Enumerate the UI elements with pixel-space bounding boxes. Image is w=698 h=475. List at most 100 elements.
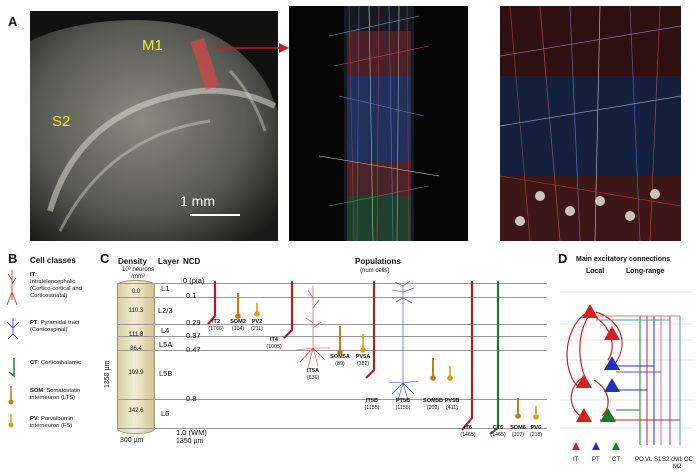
target-cm1: cM1 [671,457,683,463]
pop-it4-count: (1005) [266,344,282,350]
scale-bar [190,214,240,216]
pop-som5b-count: (202) [426,405,440,411]
pop-pv2: PV2 [251,319,263,325]
pv-neuron-icon [8,414,14,428]
brain-slice-image: M1 S2 1 mm [30,11,278,241]
target-vl: VL [645,457,653,463]
pop-pv5b: PV5B [444,398,460,404]
pv-abbr: PV [30,416,38,422]
target-s2: S2 [662,457,670,463]
boundary-0-29 [117,324,547,325]
pop-som5a-count: (89) [335,361,345,367]
cell-class-som: SOM: Somatostatin interneuron (LTS) [8,386,82,405]
pop-it2-count: (1766) [208,326,224,332]
m1-label: M1 [142,37,163,54]
pop-it5a: IT5A [306,368,320,374]
pop-it5b: IT5B [365,398,379,404]
pop-som6-count: (107) [511,432,525,438]
density-l1: 0.0 [131,289,141,295]
pop-pv5b-count: (411) [446,405,458,411]
arrow-to-column [215,43,289,53]
bottom-depth-label: 1350 µm [176,438,204,445]
density-unit: 10³ neurons /mm³ [121,267,155,280]
density-title: Density [118,257,147,266]
pop-it6-count: (1465) [460,432,476,438]
target-po: PO [635,457,644,463]
scale-label: 1 mm [180,193,215,209]
pop-pv5a-count: (182) [356,361,370,367]
panel-b-letter: B [8,251,18,266]
layer-l5b: L5B [159,369,173,378]
panel-d-letter: D [558,251,568,266]
layer-l5a: L5A [159,340,173,349]
ncd-0-8: 0.8 [186,394,197,403]
som-abbr: SOM [30,388,44,394]
populations-drawing [207,280,539,435]
boundary-0-1 [117,297,547,298]
panel-c-letter: C [100,251,110,266]
pop-som5b: SOM5B [423,398,443,404]
it-desc: : Intratelencephalic (Cortico-cortical a… [30,272,82,299]
width-label: 300 µm [120,437,144,444]
pt-abbr: PT [30,320,38,326]
local-heading: Local [586,268,605,275]
pop-it4: IT4 [269,337,279,343]
column-render-image [289,6,468,241]
cell-classes-title: Cell classes [30,256,76,265]
pop-ct6-count: (1465) [490,432,506,438]
boundary-pia [117,283,547,284]
pop-pv5a: PV5A [355,354,371,360]
pop-pv6-count: (218) [529,432,543,438]
boundary-0-8 [117,399,547,400]
pop-pt5b-count: (1155) [395,405,411,411]
it-neuron-icon [6,270,18,306]
ncd-title: NCD [183,257,201,266]
pop-som2-count: (104) [231,326,245,332]
ncd-0-47: 0.47 [186,345,201,354]
legend-it: IT [573,457,579,463]
target-s1: S1 [654,457,662,463]
legend-ct: CT [612,457,620,463]
som-neuron-icon [8,386,14,405]
height-label: 1350 µm [104,360,111,388]
ncd-0-1: 0.1 [186,291,197,300]
ct-desc: : Corticothalamic [37,360,81,366]
som-desc: : Somatostatin interneuron (LTS) [30,388,81,401]
cell-class-it: IT: Intratelencephalic (Cortico-cortical… [6,270,82,306]
pop-it5a-count: (636) [306,375,320,381]
pop-it2: IT2 [211,319,221,325]
density-l4: 111.8 [128,332,144,338]
layer-l6: L6 [161,409,170,418]
pop-som6: SOM6 [510,425,526,431]
density-cylinder [117,280,155,434]
connections-title: Main excitatory connections [576,256,671,263]
layer-l23: L2/3 [158,306,173,315]
ncd-0-29: 0.29 [186,318,201,327]
zoomed-column-image [500,6,681,241]
ct-neuron-icon [8,358,15,378]
target-oc: OC [684,457,693,463]
density-l6: 142.6 [128,408,144,414]
populations-subtitle: (num cells) [360,268,390,274]
layer-l1: L1 [161,284,170,293]
pop-pv6: PV6 [530,425,542,431]
pop-som5a: SOM5A [330,354,350,360]
boundary-wm [117,428,547,429]
layer-l4: L4 [161,326,170,335]
ncd-0: 0 (pia) [183,276,205,285]
pop-it5b-count: (1155) [364,405,380,411]
panel-a-letter: A [8,14,18,29]
pop-ct6: CT6 [492,425,504,431]
pt-neuron-icon [6,318,20,340]
cell-class-pt: PT: Pyramidal tract (Corticospinal) [6,318,82,340]
pop-som2: SOM2 [230,319,246,325]
ct-abbr: CT [30,360,38,366]
longrange-heading: Long-range [626,268,665,275]
density-l5a: 86.4 [130,346,142,352]
pop-pt5b: PT5B [395,398,411,404]
pop-it6: IT6 [463,425,473,431]
boundary-0-37 [117,336,547,337]
it-abbr: IT [30,272,36,278]
density-l23: 110.3 [128,308,144,314]
pop-pv2-count: (211) [251,326,263,332]
